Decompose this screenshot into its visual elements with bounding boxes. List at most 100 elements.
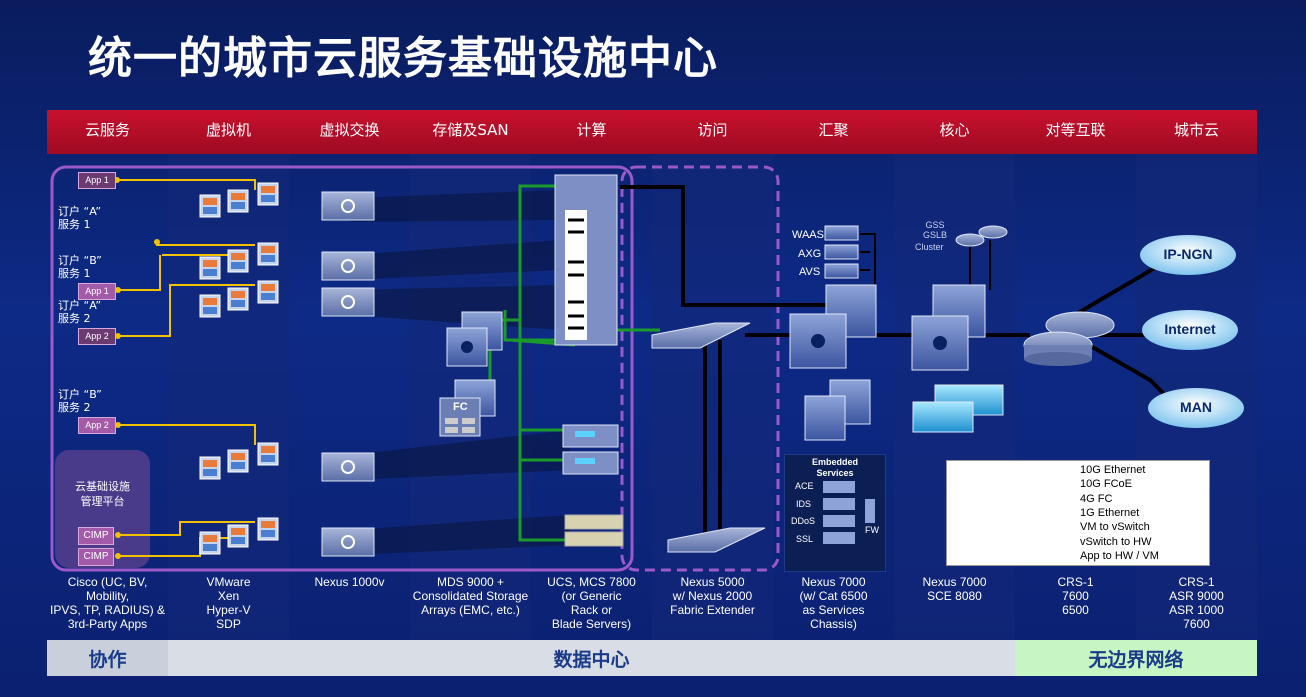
header-vswitch: 虚拟交换	[319, 121, 380, 139]
app-1-box[interactable]: App 1	[78, 172, 116, 189]
product-captions: Cisco (UC, BV, Mobility, IPVS, TP, RADIU…	[47, 575, 1257, 631]
ip-ngn-cloud-label: IP-NGN	[1163, 246, 1213, 262]
man-cloud-label: MAN	[1180, 399, 1212, 415]
service-label: 服务 2	[58, 312, 91, 325]
firewall-icon	[865, 499, 875, 523]
axg-label: AXG	[798, 248, 822, 260]
avs-label: AVS	[799, 266, 821, 278]
header-access: 访问	[697, 121, 728, 139]
caption-line: CRS-1	[1178, 575, 1215, 589]
caption-compute: UCS, MCS 7800 (or Generic Rack or Blade …	[531, 575, 652, 631]
column-shade	[652, 154, 773, 640]
tenant-b-service-1: 订户 “B” 服务 1	[58, 254, 102, 280]
gss-cluster-label: Cluster	[915, 242, 944, 252]
ids-label: IDS	[796, 499, 812, 509]
caption-line: Chassis)	[810, 617, 857, 631]
rack-server-icons	[562, 424, 624, 547]
mgmt-platform-label-1: 云基础设施	[75, 480, 130, 493]
aggregation-switch-icons	[789, 284, 877, 441]
category-collaboration: 协作	[47, 640, 168, 676]
fc-label: FC	[453, 401, 468, 413]
caption-core: Nexus 7000 SCE 8080	[894, 575, 1015, 631]
header-storage-san: 存储及SAN	[432, 121, 509, 139]
vswitch-hw-beams	[350, 190, 570, 555]
tenant-label: 订户 “B”	[58, 254, 102, 267]
caption-line: Consolidated Storage	[412, 589, 529, 603]
service-label: 服务 2	[58, 401, 91, 414]
ucs-chassis-icon	[554, 174, 618, 346]
tenant-b-service-2: 订户 “B” 服务 2	[58, 388, 102, 414]
tenant-label: 订户 “A”	[58, 299, 102, 312]
caption-line: 7600	[1062, 589, 1089, 603]
legend-4g-fc: 4G FC	[1080, 493, 1113, 505]
legend: 10G Ethernet 10G FCoE 4G FC 1G Ethernet …	[946, 460, 1210, 566]
ace-module-icon	[823, 481, 855, 493]
caption-line: IPVS, TP, RADIUS) &	[50, 603, 165, 617]
tenant-label: 订户 “A”	[58, 205, 102, 218]
mgmt-platform-label-2: 管理平台	[80, 495, 125, 508]
caption-line: Blade Servers)	[551, 617, 632, 631]
legend-10g-fcoe: 10G FCoE	[1080, 478, 1132, 490]
category-data-center: 数据中心	[168, 640, 1015, 676]
ace-label: ACE	[795, 481, 814, 491]
caption-line: MDS 9000 +	[436, 575, 505, 589]
caption-aggregation: Nexus 7000 (w/ Cat 6500 as Services Chas…	[773, 575, 894, 631]
caption-line: Hyper-V	[206, 603, 251, 617]
header-metro-cloud: 城市云	[1173, 121, 1219, 139]
cimp-box[interactable]: CIMP	[78, 527, 114, 545]
arrow-heads	[114, 177, 160, 559]
header-vm: 虚拟机	[205, 121, 251, 139]
embedded-title-2: Services	[816, 468, 854, 478]
legend-vm-to-vswitch: VM to vSwitch	[1080, 521, 1150, 533]
caption-vm: VMware Xen Hyper-V SDP	[168, 575, 289, 631]
fw-label: FW	[865, 525, 879, 535]
ssl-module-icon	[823, 532, 855, 544]
legend-10g-ethernet: 10G Ethernet	[1080, 464, 1146, 476]
cloud-services-frame	[50, 165, 634, 572]
tenant-label: 订户 “B”	[58, 388, 102, 401]
page-title: 统一的城市云服务基础设施中心	[88, 33, 718, 84]
app-2-box[interactable]: App 2	[78, 328, 116, 345]
caption-storage: MDS 9000 + Consolidated Storage Arrays (…	[410, 575, 531, 631]
vswitch-icons	[321, 191, 375, 557]
header-aggregation: 汇聚	[818, 121, 849, 139]
app-1-box[interactable]: App 1	[78, 283, 116, 300]
caption-line: 6500	[1062, 603, 1089, 617]
cimp-box[interactable]: CIMP	[78, 548, 114, 566]
caption-cloud-services: Cisco (UC, BV, Mobility, IPVS, TP, RADIU…	[47, 575, 168, 631]
service-label: 服务 1	[58, 267, 91, 280]
caption-line: Arrays (EMC, etc.)	[421, 603, 520, 617]
caption-line: (w/ Cat 6500	[799, 589, 868, 603]
caption-line: UCS, MCS 7800	[547, 575, 636, 589]
layer-header-bar: 云服务 虚拟机 虚拟交换 存储及SAN 计算 访问 汇聚 核心 对等互联 城市云	[47, 110, 1257, 154]
caption-vswitch: Nexus 1000v	[289, 575, 410, 631]
caption-line: Fabric Extender	[670, 603, 755, 617]
legend-1g-ethernet: 1G Ethernet	[1080, 507, 1140, 519]
embedded-title-1: Embedded	[811, 457, 858, 467]
ssl-label: SSL	[796, 534, 814, 544]
caption-line: (or Generic	[561, 589, 622, 603]
caption-line: Cisco (UC, BV, Mobility,	[67, 575, 148, 603]
caption-line: SCE 8080	[927, 589, 982, 603]
service-label: 服务 1	[58, 218, 91, 231]
embedded-services-box: Embedded Services ACE IDS DDoS SSL FW	[784, 454, 886, 572]
gss-line: GSS	[925, 220, 945, 230]
crs-router-icons	[1023, 311, 1115, 366]
service-module-icons	[824, 225, 859, 279]
caption-line: SDP	[216, 617, 241, 631]
caption-access: Nexus 5000 w/ Nexus 2000 Fabric Extender	[652, 575, 773, 631]
internet-cloud-label: Internet	[1164, 321, 1216, 337]
cloud-icons	[1140, 235, 1244, 428]
tenant-a-service-1: 订户 “A” 服务 1	[58, 205, 101, 231]
vm-icons	[199, 182, 279, 555]
caption-line: 7600	[1183, 617, 1210, 631]
app-2-box[interactable]: App 2	[78, 417, 116, 434]
header-peering: 对等互联	[1045, 121, 1106, 139]
ids-module-icon	[823, 498, 855, 510]
ddos-label: DDoS	[791, 516, 816, 526]
waas-label: WAAS	[792, 229, 824, 241]
legend-app-to-hw-vm: App to HW / VM	[1080, 550, 1159, 562]
storage-array-icon	[439, 397, 481, 437]
legend-vswitch-to-hw: vSwitch to HW	[1080, 536, 1152, 548]
